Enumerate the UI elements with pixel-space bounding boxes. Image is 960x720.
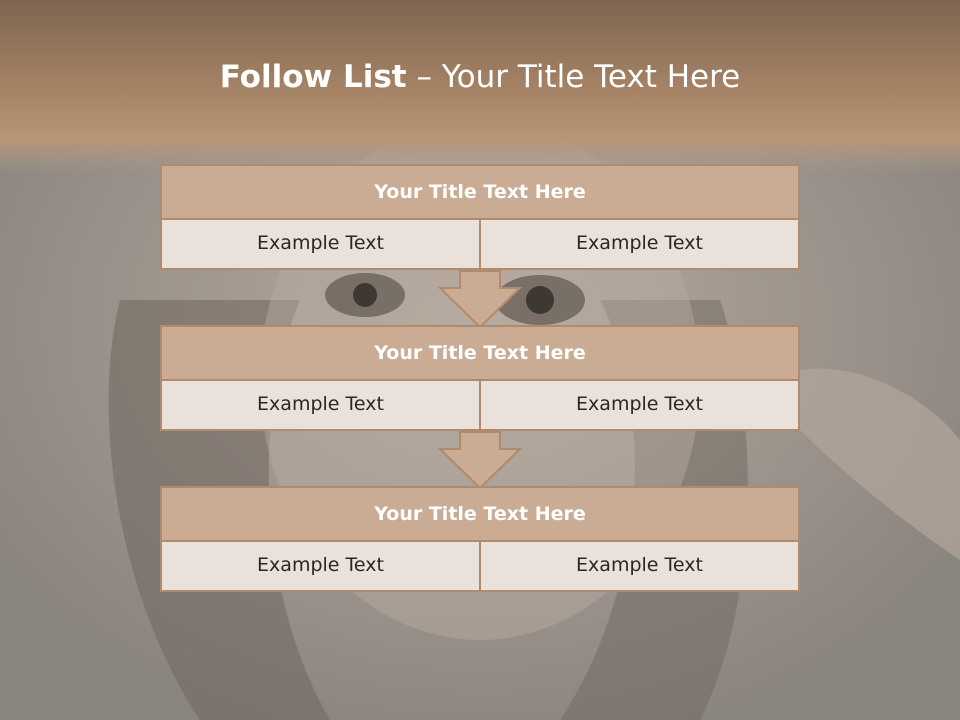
block-heading[interactable]: Your Title Text Here bbox=[160, 164, 800, 220]
list-block-3: Your Title Text Here Example Text Exampl… bbox=[160, 486, 800, 592]
block-cell-right[interactable]: Example Text bbox=[479, 542, 800, 592]
title-subtitle-part: – Your Title Text Here bbox=[406, 59, 741, 95]
block-cell-left[interactable]: Example Text bbox=[160, 542, 481, 592]
down-arrow-icon bbox=[438, 270, 522, 328]
block-heading[interactable]: Your Title Text Here bbox=[160, 486, 800, 542]
list-block-2: Your Title Text Here Example Text Exampl… bbox=[160, 325, 800, 431]
title-bold-part: Follow List bbox=[219, 59, 407, 95]
block-heading[interactable]: Your Title Text Here bbox=[160, 325, 800, 381]
block-cell-left[interactable]: Example Text bbox=[160, 381, 481, 431]
block-row: Example Text Example Text bbox=[160, 542, 800, 592]
list-block-1: Your Title Text Here Example Text Exampl… bbox=[160, 164, 800, 270]
block-cell-right[interactable]: Example Text bbox=[479, 220, 800, 270]
block-row: Example Text Example Text bbox=[160, 381, 800, 431]
block-cell-left[interactable]: Example Text bbox=[160, 220, 481, 270]
slide-title: Follow List – Your Title Text Here bbox=[0, 52, 960, 102]
block-cell-right[interactable]: Example Text bbox=[479, 381, 800, 431]
block-row: Example Text Example Text bbox=[160, 220, 800, 270]
down-arrow-icon bbox=[438, 431, 522, 489]
